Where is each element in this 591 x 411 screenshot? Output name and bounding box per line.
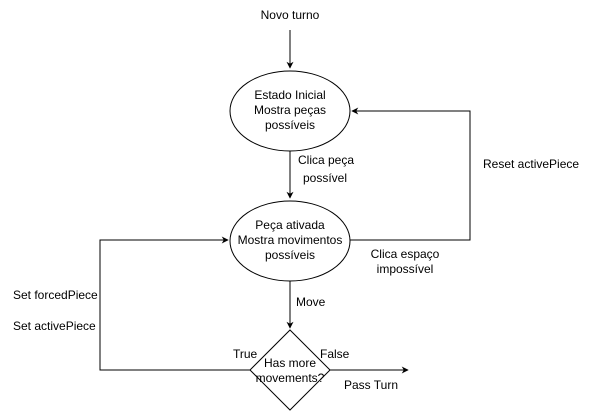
decision-node xyxy=(249,329,331,411)
decision-false-label: False xyxy=(320,347,350,361)
decision-line-2: movements? xyxy=(256,371,325,385)
edge-click-impossible-line-1: Clica espaço xyxy=(371,247,440,261)
loop-set-forced-label: Set forcedPiece xyxy=(13,288,98,302)
edge-click-piece-line-2: possível xyxy=(303,171,347,185)
arrow-reset-loop xyxy=(350,107,471,241)
state-active-line-3: possíveis xyxy=(265,248,315,262)
end-label: Pass Turn xyxy=(344,378,398,392)
start-label: Novo turno xyxy=(261,8,320,22)
state-initial-line-3: possíveis xyxy=(265,118,315,132)
decision-line-1: Has more xyxy=(264,356,316,370)
edge-click-impossible-line-2: impossível xyxy=(377,262,434,276)
state-initial-line-1: Estado Inicial xyxy=(254,88,325,102)
edge-move-label: Move xyxy=(296,295,326,309)
edge-reset-label: Reset activePiece xyxy=(483,157,579,171)
decision-true-label: True xyxy=(233,347,258,361)
arrow-true-loop xyxy=(99,236,250,371)
loop-set-active-label: Set activePiece xyxy=(13,319,96,333)
state-initial-line-2: Mostra peças xyxy=(254,103,326,117)
state-active-line-2: Mostra movimentos xyxy=(238,233,343,247)
edge-click-piece-line-1: Clica peça xyxy=(298,153,354,167)
state-active-line-1: Peça ativada xyxy=(255,218,325,232)
